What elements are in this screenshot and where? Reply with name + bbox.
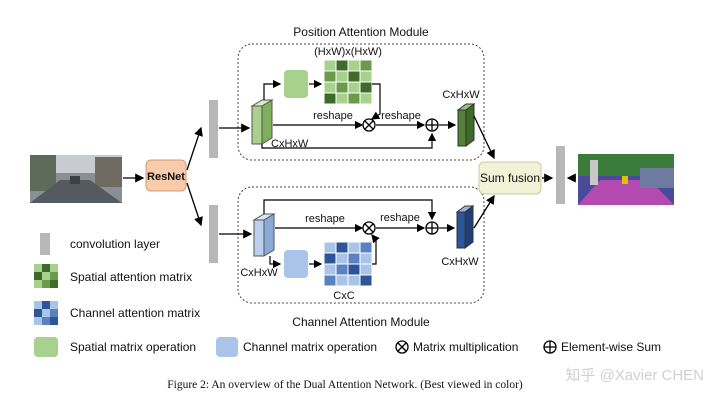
legend-sum-label: Element-wise Sum xyxy=(561,340,661,354)
channel-matrix-size-label: CxC xyxy=(333,290,354,302)
matrix-multiplication-pos xyxy=(362,118,376,132)
legend-multiplication-icon xyxy=(395,340,409,354)
figure-caption: Figure 2: An overview of the Dual Attent… xyxy=(167,379,523,391)
legend-sum-icon xyxy=(543,340,557,354)
channel-input-feature xyxy=(252,213,276,257)
channel-input-size-label: CxHxW xyxy=(240,267,278,279)
legend-channel-operation-swatch xyxy=(216,337,238,357)
reshape-label-pos-2: reshape xyxy=(381,110,421,122)
position-output-feature xyxy=(456,103,476,147)
position-input-size-label: CxHxW xyxy=(271,138,309,150)
watermark: 知乎 @Xavier CHEN xyxy=(565,367,704,384)
legend-channel-matrix-swatch xyxy=(34,301,58,325)
channel-matrix-operation-box xyxy=(284,250,308,278)
legend-conv-swatch xyxy=(40,233,50,255)
input-image xyxy=(30,155,122,203)
position-output-size-label: CxHxW xyxy=(442,89,480,101)
conv-layer-top xyxy=(209,100,218,158)
legend-spatial-operation-swatch xyxy=(34,337,58,357)
element-wise-sum-ch xyxy=(425,221,439,235)
sum-fusion-block xyxy=(478,161,542,195)
position-attention-module-box xyxy=(237,43,485,161)
channel-attention-matrix xyxy=(323,241,373,287)
channel-output-size-label: CxHxW xyxy=(441,256,479,268)
spatial-matrix-operation-box xyxy=(284,70,308,98)
position-attention-module-title: Position Attention Module xyxy=(293,25,429,39)
channel-attention-module-title: Channel Attention Module xyxy=(292,315,430,329)
reshape-label-pos-1: reshape xyxy=(313,110,353,122)
spatial-matrix-size-label: (HxW)x(HxW) xyxy=(314,46,382,58)
reshape-label-ch-2: reshape xyxy=(380,212,420,224)
legend-spatial-operation-label: Spatial matrix operation xyxy=(70,340,196,354)
resnet-block xyxy=(145,159,187,192)
sum-fusion-label: Sum fusion xyxy=(480,171,540,185)
legend-channel-matrix-label: Channel attention matrix xyxy=(70,306,200,320)
legend-spatial-matrix-label: Spatial attention matrix xyxy=(70,270,192,284)
legend-channel-operation-label: Channel matrix operation xyxy=(243,340,377,354)
legend-conv-label: convolution layer xyxy=(70,237,160,251)
legend-spatial-matrix-swatch xyxy=(34,264,58,288)
element-wise-sum-pos xyxy=(425,118,439,132)
conv-layer-bottom xyxy=(209,205,218,263)
channel-output-feature xyxy=(455,205,475,249)
matrix-multiplication-ch xyxy=(362,221,376,235)
legend-multiplication-label: Matrix multiplication xyxy=(413,340,518,354)
resnet-label: ResNet xyxy=(147,171,185,183)
position-input-feature xyxy=(250,99,274,145)
segmentation-output-image xyxy=(578,154,674,205)
conv-layer-output xyxy=(556,146,565,204)
reshape-label-ch-1: reshape xyxy=(305,213,345,225)
channel-attention-module-box xyxy=(237,186,485,304)
spatial-attention-matrix xyxy=(323,59,373,105)
